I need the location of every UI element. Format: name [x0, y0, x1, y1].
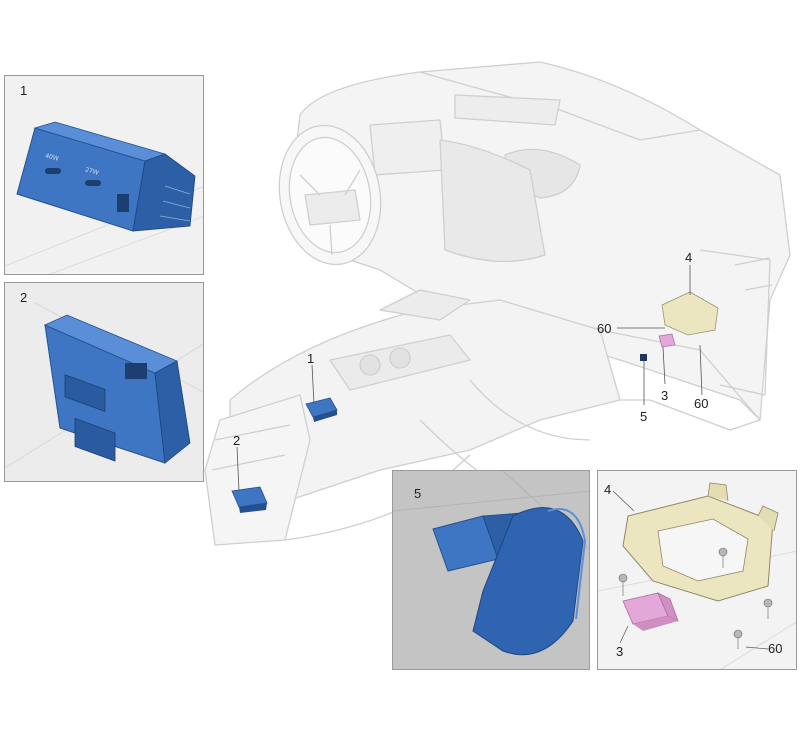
callout-3: 3	[661, 388, 669, 403]
usb-port-a	[45, 168, 61, 174]
callout-1: 1	[307, 351, 315, 366]
inset-part-5: 5	[392, 470, 590, 670]
callout-60-left: 60	[597, 321, 612, 336]
callout-5: 5	[640, 409, 648, 424]
connector-3-on-car	[658, 333, 676, 348]
callout-60-right: 60	[694, 396, 709, 411]
inset-5-number: 5	[414, 486, 422, 501]
part-5-flange	[472, 507, 584, 656]
inset-detail-number-60: 60	[768, 641, 783, 656]
inset-2-number: 2	[20, 290, 28, 305]
screw-60	[618, 547, 773, 649]
inset-usb-module-1: 1 40W 27W	[4, 75, 204, 275]
usb-port-b	[85, 180, 101, 186]
inset-detail-number-4: 4	[604, 482, 612, 497]
part-5-on-car	[640, 354, 647, 361]
center-screen	[439, 139, 546, 263]
inset-1-number: 1	[20, 83, 28, 98]
callout-4: 4	[685, 250, 693, 265]
usb-module-2-on-car	[231, 486, 268, 513]
instrument-cluster	[369, 119, 446, 176]
inset-usb-module-2: 2	[4, 282, 204, 482]
callout-2: 2	[233, 433, 241, 448]
inset-detail-number-3: 3	[616, 644, 624, 659]
inset-bracket-detail: 4 3 60	[597, 470, 797, 670]
